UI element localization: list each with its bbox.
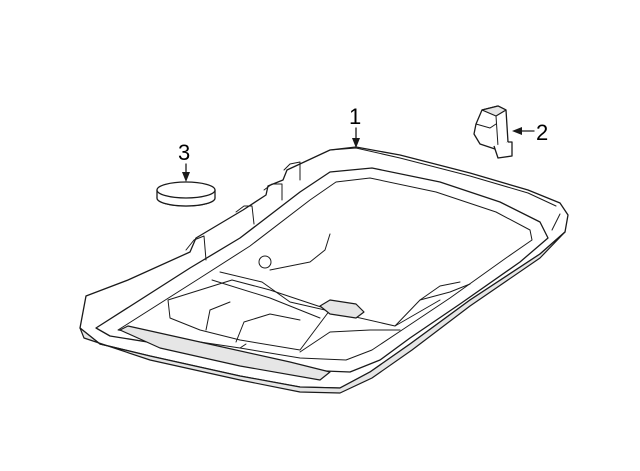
- leader-line-3: [182, 163, 190, 182]
- leader-line-2: [512, 127, 535, 135]
- callout-2-label: 2: [536, 120, 548, 145]
- part-1-overhead-console: [79, 146, 569, 394]
- leader-line-1: [352, 127, 360, 148]
- callout-1-label: 1: [349, 104, 361, 129]
- part-2-clip: [473, 105, 513, 159]
- part-3-cap: [156, 181, 216, 207]
- callout-3-label: 3: [178, 140, 190, 165]
